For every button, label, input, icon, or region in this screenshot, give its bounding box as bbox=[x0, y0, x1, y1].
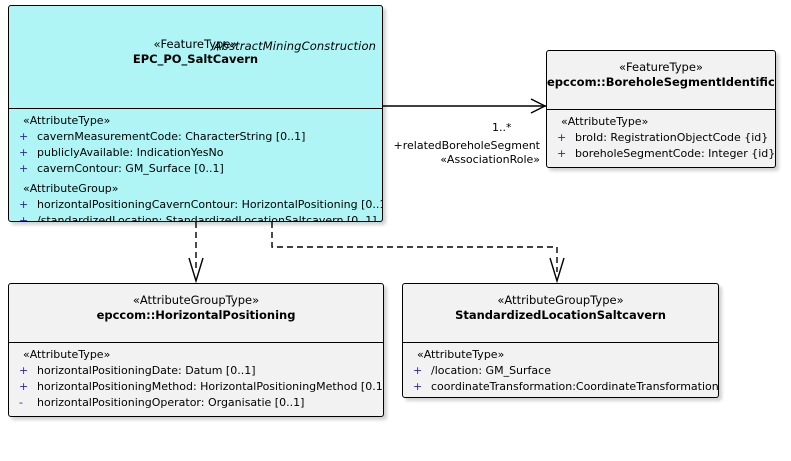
attribute-text: horizontalPositioningMethod: HorizontalP… bbox=[37, 380, 384, 393]
visibility-marker: + bbox=[413, 364, 423, 377]
attribute-text: coordinateTransformation:CoordinateTrans… bbox=[431, 380, 719, 393]
class-stereotype: «AttributeGroupType» bbox=[132, 293, 260, 307]
class-body-standardized-location-saltcavern: «AttributeType» + /location: GM_Surface +… bbox=[403, 343, 718, 397]
attribute-group-label: «AttributeType» bbox=[417, 348, 505, 361]
visibility-marker: + bbox=[19, 162, 29, 175]
visibility-marker: + bbox=[19, 130, 29, 143]
attribute-group-label: «AttributeType» bbox=[23, 348, 111, 361]
attribute-text: publiclyAvailable: IndicationYesNo bbox=[37, 146, 224, 159]
class-epc-po-saltcavern[interactable]: AbstractMiningConstruction «FeatureType»… bbox=[8, 5, 383, 222]
dependency-horizontal-positioning bbox=[188, 222, 204, 284]
attribute-group-label: «AttributeGroup» bbox=[23, 182, 119, 195]
attribute-row[interactable]: + horizontalPositioningMethod: Horizontal… bbox=[9, 379, 383, 395]
dependency-standardized-location bbox=[271, 222, 565, 284]
attribute-row[interactable]: - horizontalPositioningOperator: Organisa… bbox=[9, 395, 383, 411]
class-name: EPC_PO_SaltCavern bbox=[132, 52, 259, 66]
association-stereotype: «AssociationRole» bbox=[440, 153, 540, 166]
class-header-horizontal-positioning: «AttributeGroupType» epccom::HorizontalP… bbox=[9, 293, 383, 343]
open-arrowhead-icon bbox=[530, 98, 547, 114]
visibility-marker: + bbox=[19, 214, 29, 222]
class-body-horizontal-positioning: «AttributeType» + horizontalPositioningDa… bbox=[9, 343, 383, 415]
class-body-epc-po-saltcavern: «AttributeType» + cavernMeasurementCode: … bbox=[9, 109, 382, 222]
visibility-marker: + bbox=[19, 380, 29, 393]
class-header-borehole-segment-identification: «FeatureType» epccom::BoreholeSegmentIde… bbox=[547, 60, 775, 110]
association-multiplicity: 1..* bbox=[492, 121, 512, 134]
visibility-marker: + bbox=[19, 198, 29, 211]
open-arrowhead-icon bbox=[188, 257, 204, 284]
attribute-row[interactable]: + cavernContour: GM_Surface [0..1] bbox=[9, 161, 382, 177]
attribute-text: broId: RegistrationObjectCode {id} bbox=[575, 131, 769, 144]
class-borehole-segment-identification[interactable]: «FeatureType» epccom::BoreholeSegmentIde… bbox=[546, 50, 776, 168]
attribute-row[interactable]: + publiclyAvailable: IndicationYesNo bbox=[9, 145, 382, 161]
attribute-text: cavernContour: GM_Surface [0..1] bbox=[37, 162, 224, 175]
class-stereotype: «FeatureType» bbox=[619, 60, 703, 74]
class-name: epccom::HorizontalPositioning bbox=[96, 308, 296, 322]
attribute-row[interactable]: + cavernMeasurementCode: CharacterString … bbox=[9, 129, 382, 145]
attribute-group-label: «AttributeType» bbox=[23, 114, 111, 127]
visibility-marker: + bbox=[413, 380, 423, 393]
class-stereotype: «AttributeGroupType» bbox=[497, 293, 624, 307]
open-arrowhead-icon bbox=[549, 257, 565, 284]
association-role-name: +relatedBoreholeSegment bbox=[393, 139, 540, 152]
class-standardized-location-saltcavern[interactable]: «AttributeGroupType» StandardizedLocatio… bbox=[402, 283, 719, 398]
class-stereotype: «FeatureType» bbox=[153, 37, 238, 51]
association-related-borehole-segment bbox=[383, 98, 547, 114]
attribute-row[interactable]: + horizontalPositioningDate: Datum [0..1] bbox=[9, 363, 383, 379]
class-body-borehole-segment-identification: «AttributeType» + broId: RegistrationObje… bbox=[547, 110, 775, 166]
attribute-text: /standardizedLocation: StandardizedLocat… bbox=[37, 214, 377, 222]
attribute-text: horizontalPositioningOperator: Organisat… bbox=[37, 396, 305, 409]
class-name: StandardizedLocationSaltcavern bbox=[455, 308, 666, 322]
abstract-owner-tag: AbstractMiningConstruction bbox=[213, 39, 376, 53]
attribute-text: horizontalPositioningDate: Datum [0..1] bbox=[37, 364, 256, 377]
attribute-text: boreholeSegmentCode: Integer {id} bbox=[575, 147, 776, 160]
attribute-row[interactable]: + /standardizedLocation: StandardizedLoca… bbox=[9, 213, 382, 222]
visibility-marker: - bbox=[19, 396, 23, 409]
attribute-row[interactable]: + /location: GM_Surface bbox=[403, 363, 718, 379]
class-header-epc-po-saltcavern: AbstractMiningConstruction «FeatureType»… bbox=[9, 37, 382, 109]
class-horizontal-positioning[interactable]: «AttributeGroupType» epccom::HorizontalP… bbox=[8, 283, 384, 417]
attribute-text: horizontalPositioningCavernContour: Hori… bbox=[37, 198, 383, 211]
attribute-group-label: «AttributeType» bbox=[561, 115, 649, 128]
class-header-standardized-location-saltcavern: «AttributeGroupType» StandardizedLocatio… bbox=[403, 293, 718, 343]
visibility-marker: + bbox=[19, 364, 29, 377]
attribute-row[interactable]: + coordinateTransformation:CoordinateTran… bbox=[403, 379, 718, 395]
attribute-row[interactable]: + horizontalPositioningCavernContour: Hor… bbox=[9, 197, 382, 213]
attribute-text: /location: GM_Surface bbox=[431, 364, 551, 377]
visibility-marker: + bbox=[19, 146, 29, 159]
attribute-row[interactable]: + boreholeSegmentCode: Integer {id} bbox=[547, 146, 775, 162]
visibility-marker: + bbox=[557, 131, 567, 144]
class-name: epccom::BoreholeSegmentIdentification bbox=[547, 75, 775, 89]
attribute-row[interactable]: + broId: RegistrationObjectCode {id} bbox=[547, 130, 775, 146]
attribute-text: cavernMeasurementCode: CharacterString [… bbox=[37, 130, 306, 143]
visibility-marker: + bbox=[557, 147, 567, 160]
